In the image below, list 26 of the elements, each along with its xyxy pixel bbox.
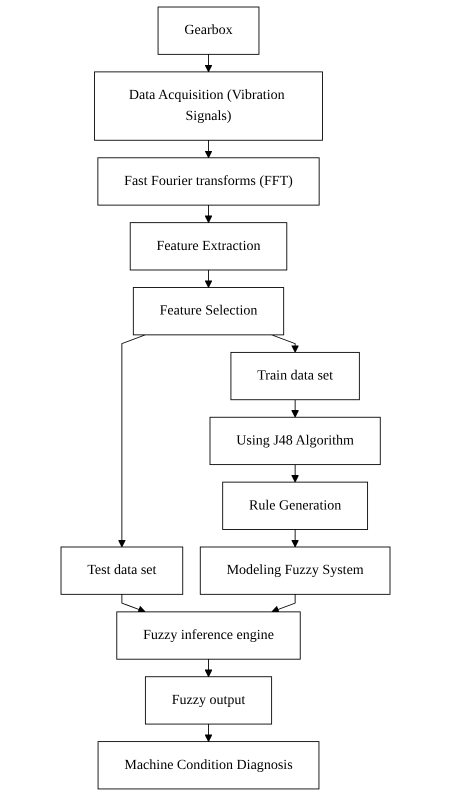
node-box: Fast Fourier transforms (FFT) xyxy=(97,157,320,206)
arrow xyxy=(291,529,299,548)
arrow xyxy=(204,140,212,158)
node-box: Fuzzy output xyxy=(144,676,272,725)
node-box: Test data set xyxy=(60,546,184,595)
node-box: Using J48 Algorithm xyxy=(210,416,381,466)
node-box: Rule Generation xyxy=(222,482,368,530)
arrow xyxy=(204,724,212,742)
arrow xyxy=(271,594,296,614)
arrow xyxy=(204,54,212,72)
arrow xyxy=(118,334,146,548)
arrow xyxy=(204,204,212,224)
arrow xyxy=(204,270,212,288)
arrow xyxy=(291,464,299,482)
node-box: Gearbox xyxy=(158,6,260,55)
node-box: Fuzzy inference engine xyxy=(116,611,301,660)
arrow xyxy=(291,399,299,418)
arrow xyxy=(204,658,212,678)
node-box: Machine Condition Diagnosis xyxy=(98,741,320,790)
node-box: Train data set xyxy=(230,352,360,400)
node-box: Feature Extraction xyxy=(130,222,288,270)
node-box: Data Acquisition (Vibration Signals) xyxy=(94,71,323,141)
arrow xyxy=(271,334,299,353)
arrow xyxy=(121,594,146,614)
node-box: Feature Selection xyxy=(132,287,284,336)
node-box: Modeling Fuzzy System xyxy=(200,546,390,595)
